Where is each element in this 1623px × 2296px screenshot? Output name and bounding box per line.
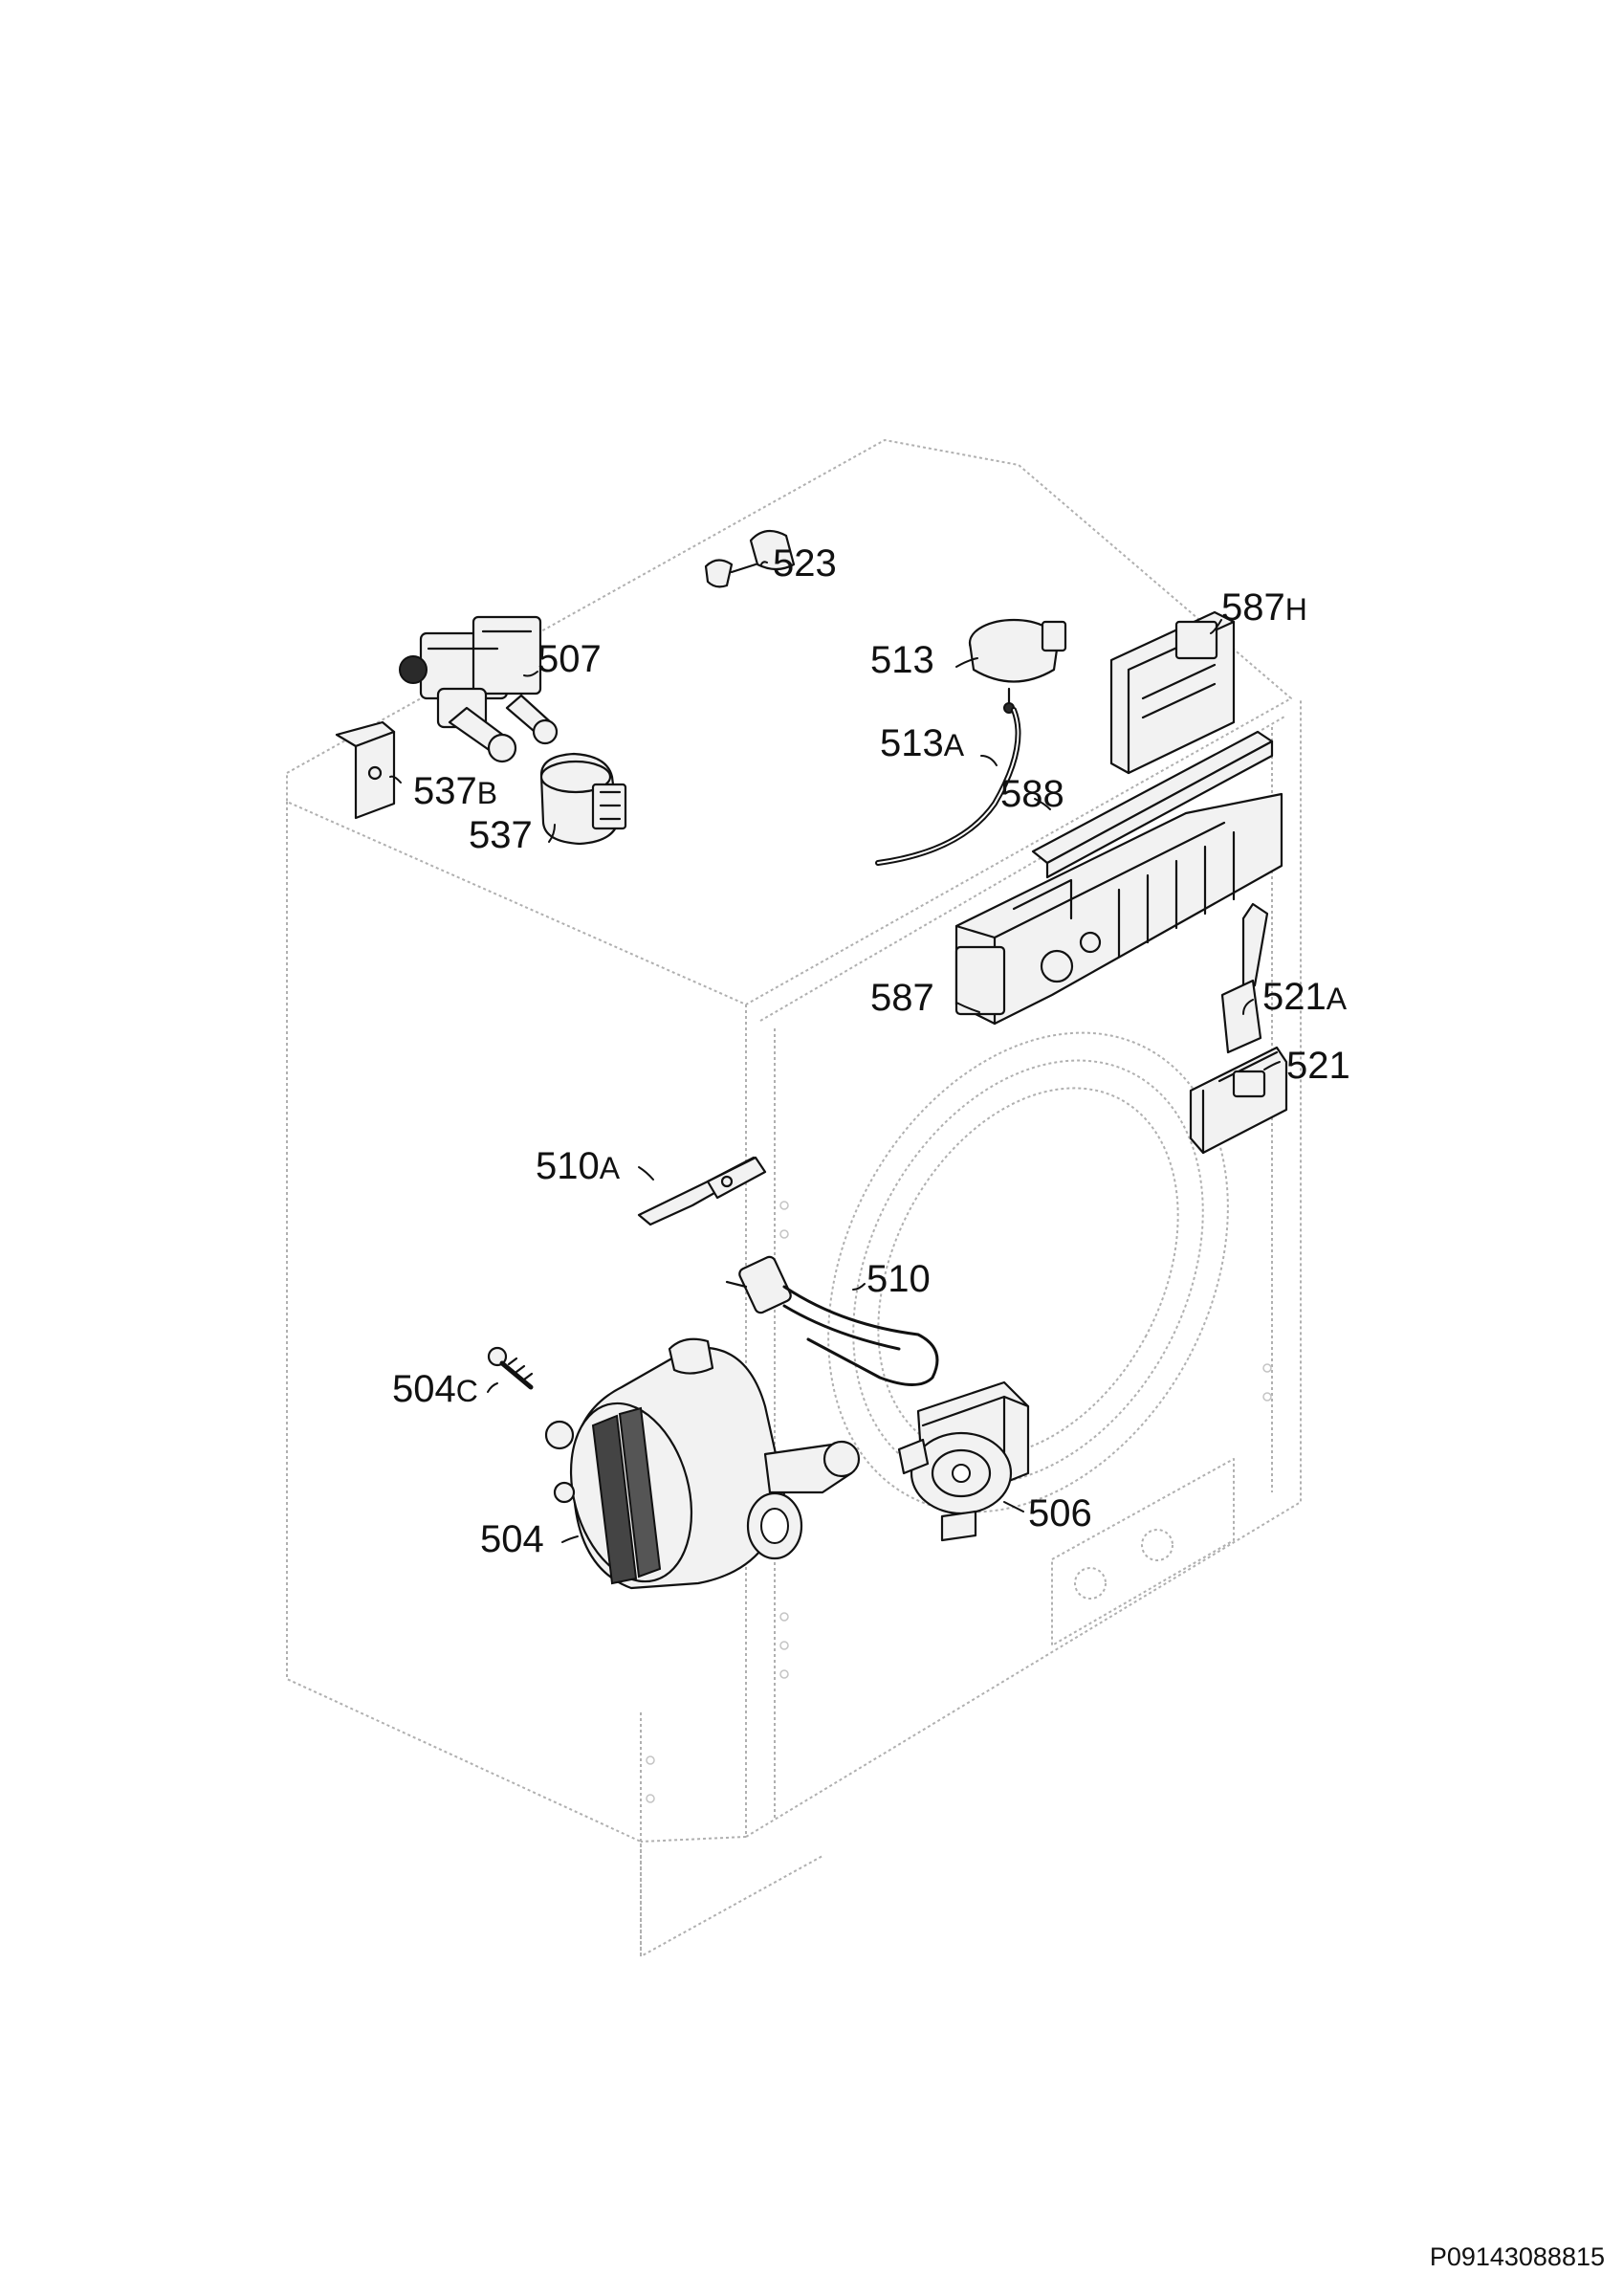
callout-537: 537 (469, 814, 533, 856)
part-588-panel (1031, 730, 1274, 879)
callout-labels: 523 507 513 587H 513A 537B 588 537 587 5… (392, 542, 1350, 1560)
callout-513: 513 (870, 639, 934, 681)
callout-521A: 521A (1262, 976, 1348, 1018)
inlet-valve-icon (399, 615, 559, 763)
part-587H-module (1109, 610, 1236, 775)
leader-lines (389, 561, 1281, 1543)
callout-587H: 587H (1221, 586, 1307, 629)
callout-504C: 504C (392, 1368, 478, 1410)
callout-537B: 537B (413, 770, 497, 812)
callout-504: 504 (480, 1518, 544, 1560)
callout-587: 587 (870, 977, 934, 1019)
reference-code: P09143088815 (1430, 2242, 1605, 2271)
callout-507: 507 (537, 638, 602, 680)
callout-510: 510 (866, 1258, 931, 1300)
part-504C-screw (487, 1346, 534, 1390)
callout-513A: 513A (880, 722, 965, 764)
callout-510A: 510A (536, 1145, 621, 1187)
drain-pump-icon (897, 1380, 1030, 1542)
part-510A-plate (637, 1156, 767, 1226)
part-513-pressure-switch (968, 618, 1067, 714)
part-587-control-board (954, 792, 1283, 1026)
callout-521: 521 (1286, 1045, 1350, 1087)
callout-523: 523 (773, 542, 837, 585)
part-513A-hose (875, 707, 1021, 866)
callout-506: 506 (1028, 1492, 1092, 1534)
part-521-door-lock (1189, 1046, 1288, 1155)
part-523-cap (704, 529, 796, 588)
callout-588: 588 (1000, 773, 1064, 815)
part-537B-bracket (335, 720, 396, 820)
heating-element-icon (725, 1255, 939, 1386)
part-521A-lever (1220, 902, 1269, 1054)
motor-icon (544, 1337, 861, 1590)
part-537-capacitor (539, 752, 627, 846)
